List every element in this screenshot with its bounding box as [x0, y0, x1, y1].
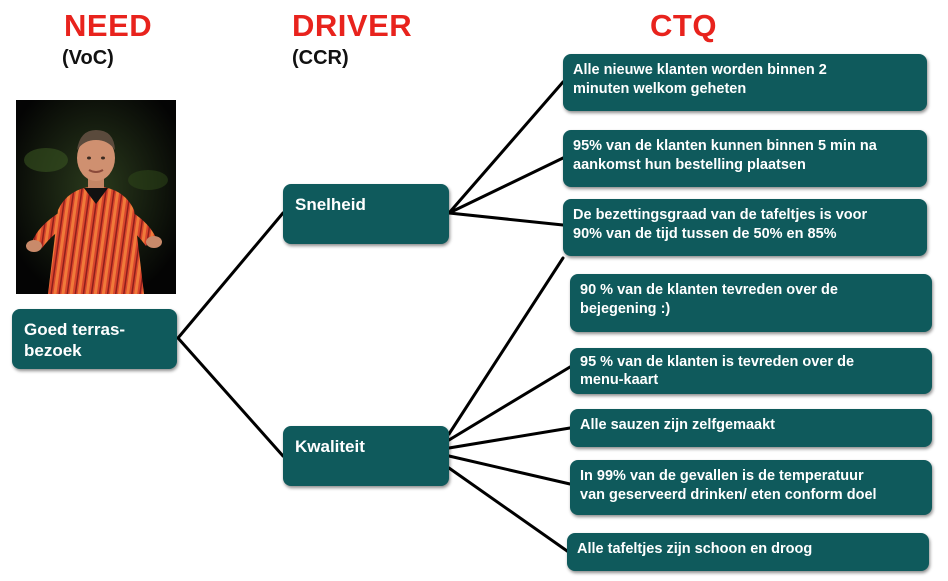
- driver-box-snelheid[interactable]: Snelheid: [283, 184, 449, 244]
- ctq-header: CTQ: [650, 8, 717, 43]
- ctq-line1: 90 % van de klanten tevreden over de: [580, 282, 838, 298]
- ctq-line1: Alle tafeltjes zijn schoon en droog: [577, 541, 813, 557]
- need-box[interactable]: Goed terras- bezoek: [12, 309, 177, 369]
- ctq-line2: 90% van de tijd tussen de 50% en 85%: [573, 226, 837, 242]
- connector-snelheid-ctq3: [447, 211, 565, 227]
- connector-need-kwaliteit: [176, 336, 285, 458]
- ctq-line1: 95% van de klanten kunnen binnen 5 min n…: [573, 138, 877, 154]
- ctq-box[interactable]: 95 % van de klanten is tevreden over de …: [570, 348, 932, 394]
- need-box-line1: Goed terras-: [24, 320, 126, 339]
- ctq-line1: In 99% van de gevallen is de temperatuur: [580, 468, 864, 484]
- ctq-line2: menu-kaart: [580, 372, 659, 388]
- ctq-box[interactable]: Alle sauzen zijn zelfgemaakt: [570, 409, 932, 447]
- ctq-box[interactable]: Alle nieuwe klanten worden binnen 2 minu…: [563, 54, 927, 111]
- connector-kwaliteit-ctq4: [447, 256, 565, 436]
- connector-need-snelheid: [176, 211, 285, 340]
- need-subheader: (VoC): [62, 47, 114, 69]
- need-header: NEED: [64, 8, 153, 43]
- ctq-line2: minuten welkom geheten: [573, 81, 747, 97]
- ctq-line1: Alle nieuwe klanten worden binnen 2: [573, 62, 827, 78]
- ctq-line2: bejegening :): [580, 301, 671, 317]
- ctq-box[interactable]: Alle tafeltjes zijn schoon en droog: [567, 533, 929, 571]
- ctq-box[interactable]: De bezettingsgraad van de tafeltjes is v…: [563, 199, 927, 256]
- presenter-photo: [16, 100, 176, 294]
- connector-kwaliteit-ctq8: [447, 466, 572, 555]
- connector-snelheid-ctq2: [447, 156, 565, 215]
- driver-subheader: (CCR): [292, 47, 349, 69]
- ctq-box[interactable]: 95% van de klanten kunnen binnen 5 min n…: [563, 130, 927, 187]
- ctq-line2: aankomst hun bestelling plaatsen: [573, 157, 806, 173]
- ctq-box[interactable]: In 99% van de gevallen is de temperatuur…: [570, 460, 932, 515]
- driver-label: Kwaliteit: [295, 437, 365, 456]
- connector-snelheid-ctq1: [447, 80, 565, 215]
- driver-label: Snelheid: [295, 195, 366, 214]
- ctq-line1: 95 % van de klanten is tevreden over de: [580, 354, 855, 370]
- connector-kwaliteit-ctq7: [447, 454, 572, 486]
- driver-box-kwaliteit[interactable]: Kwaliteit: [283, 426, 449, 486]
- driver-header: DRIVER: [292, 8, 413, 43]
- ctq-line2: van geserveerd drinken/ eten conform doe…: [580, 487, 877, 503]
- need-box-line2: bezoek: [24, 341, 82, 360]
- connector-kwaliteit-ctq6: [447, 426, 572, 450]
- ctq-box[interactable]: 90 % van de klanten tevreden over de bej…: [570, 274, 932, 332]
- ctq-line1: De bezettingsgraad van de tafeltjes is v…: [573, 207, 868, 223]
- connector-kwaliteit-ctq5: [447, 365, 572, 442]
- ctq-line1: Alle sauzen zijn zelfgemaakt: [580, 417, 776, 433]
